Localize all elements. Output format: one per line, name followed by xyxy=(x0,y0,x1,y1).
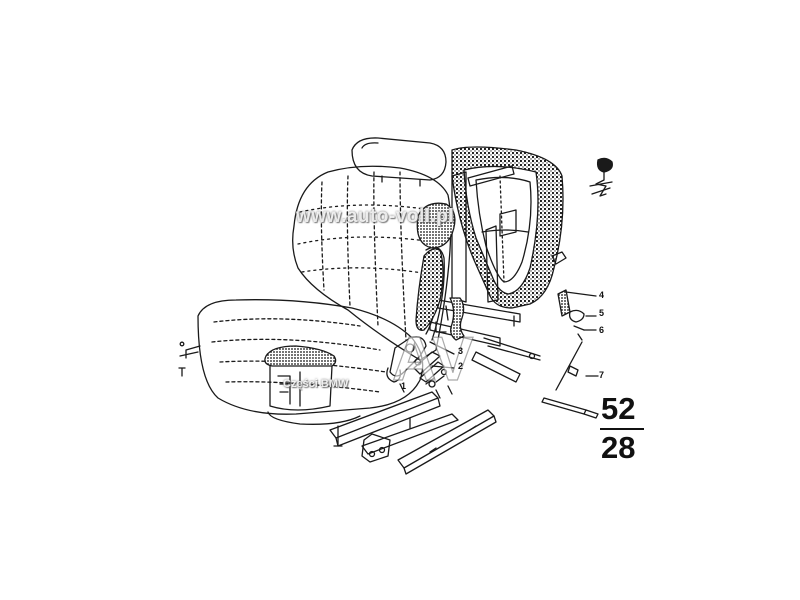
part-label-7: 7 xyxy=(599,370,605,380)
part-label-6: 6 xyxy=(599,325,605,335)
seat-rails-left xyxy=(329,391,459,463)
armrest-box xyxy=(264,345,337,411)
part-7-pin xyxy=(541,365,599,419)
lock-knob-assembly xyxy=(589,157,613,197)
part-label-5: 5 xyxy=(599,308,605,318)
part-label-2: 2 xyxy=(458,361,464,371)
backrest-panel xyxy=(451,146,564,309)
small-clip xyxy=(551,251,567,265)
adjuster-rods xyxy=(429,321,541,383)
part-label-4: 4 xyxy=(599,290,605,300)
headrest-cushion xyxy=(416,202,456,249)
part-6-rod xyxy=(555,325,597,391)
watermark-url: www.auto-voll.pl xyxy=(296,206,455,227)
plate-code-bottom: 28 xyxy=(601,430,636,465)
headrest xyxy=(351,137,447,187)
leader-lines xyxy=(399,341,455,393)
pivot-bracket xyxy=(178,341,201,377)
hinge-mechanism xyxy=(386,336,453,399)
backrest-frame xyxy=(437,165,521,341)
seat-rail-right xyxy=(397,409,497,475)
watermark-logo-glyph: AV xyxy=(392,325,474,394)
part-4-bracket xyxy=(557,289,597,317)
plate-code-divider xyxy=(600,428,644,430)
part-5-lever xyxy=(568,309,597,323)
part-label-1: 1 xyxy=(401,381,407,391)
watermark-brand: Części BMW xyxy=(283,378,349,390)
watermark-logo: AV xyxy=(388,318,518,398)
part-label-3: 3 xyxy=(458,346,464,356)
backrest-side-cover xyxy=(415,248,444,331)
plate-code-top: 52 xyxy=(601,391,636,426)
